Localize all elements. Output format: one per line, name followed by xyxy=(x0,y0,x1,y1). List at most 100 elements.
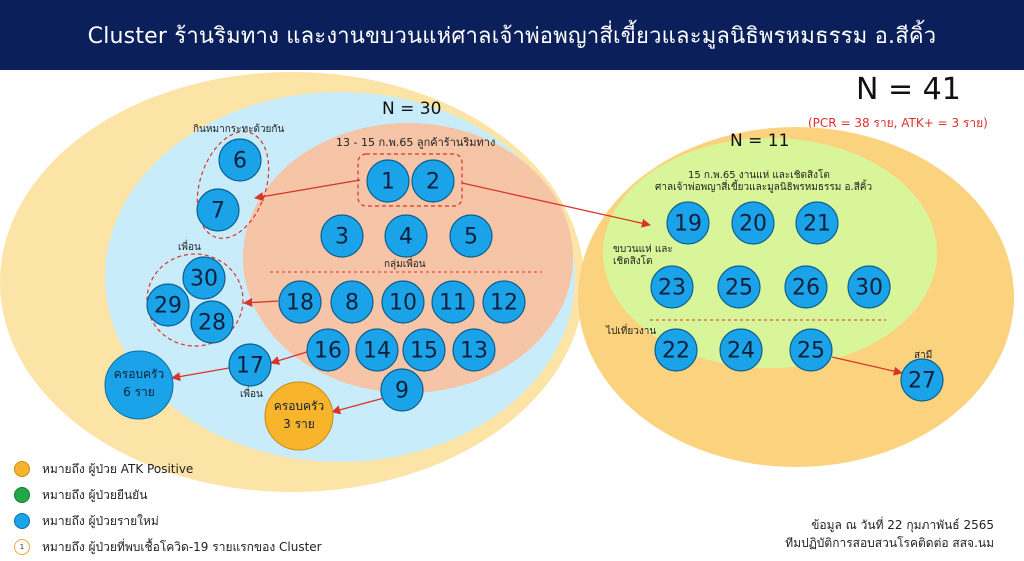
footer-note: ข้อมูล ณ วันที่ 22 กุมภาพันธ์ 2565 ทีมปฏ… xyxy=(785,516,994,552)
legend-row-new: หมายถึง ผู้ป่วยรายใหม่ xyxy=(14,508,434,534)
first-case-ring-icon: 1 xyxy=(14,539,30,555)
case-node-n12: 12 xyxy=(482,280,526,324)
case-node-n28: 28 xyxy=(190,300,234,344)
arrow-16-to-17 xyxy=(270,350,311,365)
case-node-circle xyxy=(306,328,350,372)
blue-dot-icon xyxy=(14,513,30,529)
case-node-circle xyxy=(402,328,446,372)
footer-team: ทีมปฏิบัติการสอบสวนโรคติดต่อ สสจ.นม xyxy=(785,536,994,550)
right-green-region xyxy=(603,138,937,368)
case-node-number: 18 xyxy=(286,291,314,316)
case-node-number: 10 xyxy=(389,291,417,316)
arrow-25-to-27 xyxy=(831,356,903,376)
case-node-number: 6 xyxy=(233,149,247,174)
case-node-n3: 3 xyxy=(320,214,364,258)
left-n-label: N = 30 xyxy=(382,99,441,119)
friend-label-bottom: เพื่อน xyxy=(240,386,263,400)
green-dot-icon xyxy=(14,487,30,503)
case-node-n2: 2 xyxy=(411,159,455,203)
right-event-label-2: ศาลเจ้าพ่อพญาสี่เขี้ยวและมูลนิธิพรหมธรรม… xyxy=(655,179,872,193)
legend: หมายถึง ผู้ป่วย ATK Positive หมายถึง ผู้… xyxy=(14,456,434,560)
case-node-n10: 10 xyxy=(381,280,425,324)
case-node-circle xyxy=(789,328,833,372)
case-node-number: 29 xyxy=(154,294,182,319)
case-node-circle xyxy=(784,265,828,309)
case-node-number: 21 xyxy=(803,212,831,237)
procession-label-2: เชิดสิงโต xyxy=(613,254,653,267)
case-node-circle xyxy=(190,300,234,344)
arrow-18-to-friends xyxy=(243,297,279,308)
friend-label-top: เพื่อน xyxy=(178,239,201,253)
case-node-number: 26 xyxy=(792,276,820,301)
case-node-circle xyxy=(666,201,710,245)
arrow-17-to-family6 xyxy=(171,367,230,382)
case-node-number: 12 xyxy=(490,291,518,316)
case-node-number: 13 xyxy=(460,339,488,364)
legend-row-atk: หมายถึง ผู้ป่วย ATK Positive xyxy=(14,456,434,482)
case-node-number: 5 xyxy=(464,225,478,250)
salmon-region xyxy=(243,123,573,393)
case-node-number: 9 xyxy=(395,379,409,404)
case-node-r23: 23 xyxy=(650,265,694,309)
case-node-number: 30 xyxy=(855,276,883,301)
case-node-number: 2 xyxy=(426,170,440,195)
legend-label-new: หมายถึง ผู้ป่วยรายใหม่ xyxy=(42,513,159,528)
case-node-n8: 8 xyxy=(330,280,374,324)
case-node-circle xyxy=(650,265,694,309)
case-node-r19: 19 xyxy=(666,201,710,245)
left-event-label: 13 - 15 ก.พ.65 ลูกค้าร้านริมทาง xyxy=(336,136,495,149)
case-node-number: 3 xyxy=(335,225,349,250)
betel-label: กินหมากระทะด้วยกัน xyxy=(193,123,284,135)
case-node-n18: 18 xyxy=(278,280,322,324)
case-node-number: 16 xyxy=(314,339,342,364)
header-bar: Cluster ร้านริมทาง และงานขบวนแห่ศาลเจ้าพ… xyxy=(0,0,1024,70)
fair-label: ไปเที่ยวงาน xyxy=(605,323,656,337)
case-node-number: 15 xyxy=(410,339,438,364)
case-node-circle xyxy=(482,280,526,324)
case-node-n29: 29 xyxy=(146,283,190,327)
case-node-circle xyxy=(431,280,475,324)
right-n-label: N = 11 xyxy=(730,131,789,151)
friends-group-label: กลุ่มเพื่อน xyxy=(384,256,426,270)
case-node-circle xyxy=(355,328,399,372)
right-event-label-1: 15 ก.พ.65 งานแห่ และเชิดสิงโต xyxy=(688,168,830,181)
case-node-circle xyxy=(380,368,424,412)
case-node-r20: 20 xyxy=(731,201,775,245)
case-node-number: 7 xyxy=(211,199,225,224)
husband-label: สามี xyxy=(914,349,932,361)
case-node-circle xyxy=(381,280,425,324)
total-breakdown: (PCR = 38 ราย, ATK+ = 3 ราย) xyxy=(808,116,988,130)
case-node-number: 19 xyxy=(674,212,702,237)
arrow-9-to-family3 xyxy=(331,397,385,415)
case-node-n30a: 30 xyxy=(182,256,226,300)
case-node-circle xyxy=(731,201,775,245)
case-node-r26: 26 xyxy=(784,265,828,309)
legend-label-atk: หมายถึง ผู้ป่วย ATK Positive xyxy=(42,461,194,476)
case-node-number: 25 xyxy=(797,339,825,364)
case-node-n7: 7 xyxy=(196,188,240,232)
family-6-line-2: 6 ราย xyxy=(123,385,155,399)
case-node-n16: 16 xyxy=(306,328,350,372)
case-node-n14: 14 xyxy=(355,328,399,372)
legend-label-first-case: หมายถึง ผู้ป่วยที่พบเชื้อโควิด-19 รายแรก… xyxy=(42,539,322,554)
case-node-number: 27 xyxy=(908,369,936,394)
case-node-circle xyxy=(330,280,374,324)
betel-group-outline xyxy=(196,131,270,239)
procession-label-1: ขบวนแห่ และ xyxy=(613,244,673,255)
case-node-circle xyxy=(278,280,322,324)
case-node-number: 1 xyxy=(381,170,395,195)
total-count: N = 41 xyxy=(856,72,961,107)
case-node-circle xyxy=(366,159,410,203)
case-node-r22: 22 xyxy=(654,328,698,372)
case-node-circle xyxy=(228,343,272,387)
case-node-number: 28 xyxy=(198,311,226,336)
case-node-number: 4 xyxy=(399,225,413,250)
case-node-n17: 17 xyxy=(228,343,272,387)
family-6-node: ครอบครัว 6 ราย xyxy=(104,350,174,420)
case-node-circle xyxy=(654,328,698,372)
case-node-circle xyxy=(719,328,763,372)
case-node-circle xyxy=(182,256,226,300)
legend-row-confirmed: หมายถึง ผู้ป่วยยืนยัน xyxy=(14,482,434,508)
case-node-number: 30 xyxy=(190,267,218,292)
